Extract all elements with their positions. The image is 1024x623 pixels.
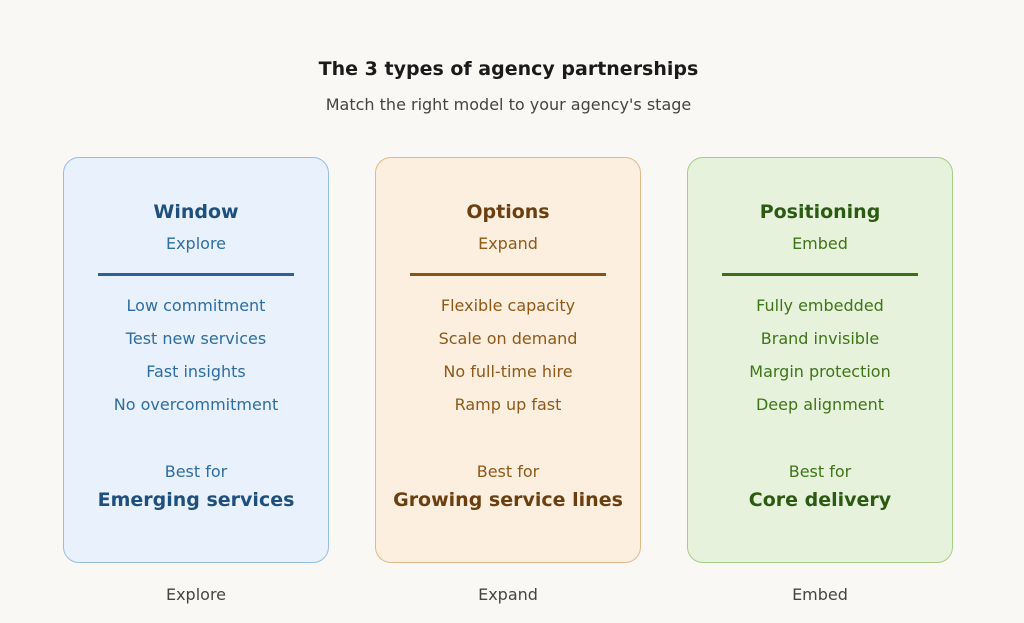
feature-item: Brand invisible xyxy=(760,329,880,348)
feature-item: Test new services xyxy=(125,329,267,348)
feature-item: Flexible capacity xyxy=(440,296,576,315)
card-name: Positioning xyxy=(759,201,881,223)
card-name: Window xyxy=(153,201,239,223)
feature-item: Fully embedded xyxy=(756,296,884,315)
card-feature-list: Low commitment Test new services Fast in… xyxy=(64,295,328,427)
best-for-value: Core delivery xyxy=(748,489,892,511)
card-window: Window Explore Low commitment Test new s… xyxy=(63,157,329,563)
best-for-value: Growing service lines xyxy=(393,489,623,511)
card-caption-window: Explore xyxy=(165,585,227,604)
card-feature-list: Flexible capacity Scale on demand No ful… xyxy=(376,295,640,427)
card-caption-positioning: Embed xyxy=(792,585,848,604)
best-for-label: Best for xyxy=(788,462,852,481)
feature-item: Deep alignment xyxy=(755,395,885,414)
diagram-title: The 3 types of agency partnerships xyxy=(318,58,699,80)
card-options: Options Expand Flexible capacity Scale o… xyxy=(375,157,641,563)
feature-item: Low commitment xyxy=(126,296,266,315)
feature-item: Ramp up fast xyxy=(454,395,562,414)
feature-item: Margin protection xyxy=(749,362,891,381)
card-divider xyxy=(98,273,294,276)
best-for-value: Emerging services xyxy=(97,489,295,511)
card-divider xyxy=(722,273,918,276)
card-feature-list: Fully embedded Brand invisible Margin pr… xyxy=(688,295,952,427)
feature-item: Fast insights xyxy=(146,362,246,381)
feature-item: Scale on demand xyxy=(438,329,578,348)
feature-item: No full-time hire xyxy=(443,362,573,381)
feature-item: No overcommitment xyxy=(113,395,279,414)
card-positioning: Positioning Embed Fully embedded Brand i… xyxy=(687,157,953,563)
card-caption-options: Expand xyxy=(478,585,538,604)
card-verb: Explore xyxy=(165,234,227,253)
card-name: Options xyxy=(466,201,550,223)
card-verb: Expand xyxy=(478,234,538,253)
card-divider xyxy=(410,273,606,276)
diagram-subtitle: Match the right model to your agency's s… xyxy=(325,95,692,114)
card-verb: Embed xyxy=(792,234,848,253)
best-for-label: Best for xyxy=(164,462,228,481)
best-for-label: Best for xyxy=(476,462,540,481)
